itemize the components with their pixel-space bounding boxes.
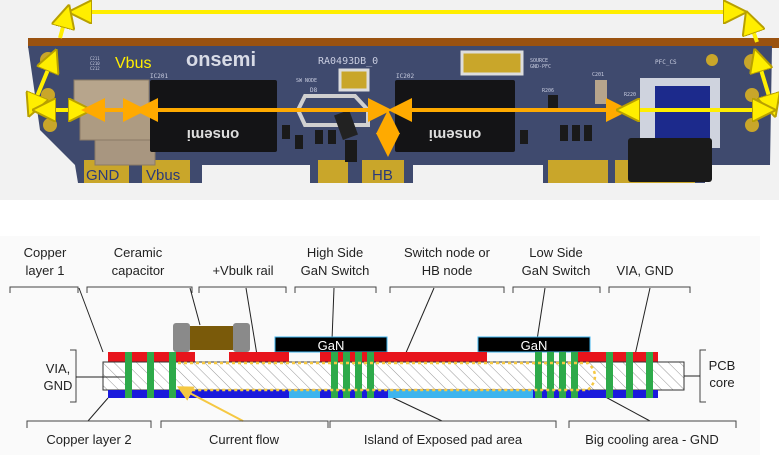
silk-c201: C201 [592, 72, 604, 78]
pcb-core [102, 361, 685, 391]
vbus-top-label: Vbus [115, 55, 151, 72]
high-side-gan-switch: GaN [274, 336, 388, 353]
svg-text:GaN: GaN [318, 338, 345, 353]
gnd-label: GND [86, 167, 120, 184]
shunt-resistor [628, 78, 720, 182]
label-copper-layer-2: Copper layer 2 [46, 432, 131, 447]
current-flow-path [178, 361, 597, 392]
ceramic-capacitor [173, 323, 250, 352]
label-big-cooling-area: Big cooling area - GND [585, 432, 719, 447]
label-via-gnd: VIA, GND [616, 263, 673, 278]
bottom-brackets [26, 420, 737, 428]
label-exposed-pad-island: Island of Exposed pad area [364, 432, 523, 447]
vbus-bottom-label: Vbus [146, 167, 180, 184]
current-loop-arrows [33, 12, 772, 157]
label-current-flow: Current flow [209, 432, 280, 447]
silk-d8: D8 [310, 87, 318, 94]
hb-label: HB [372, 167, 393, 184]
silk-c210: C210 [90, 61, 100, 66]
top-left-arrow [60, 16, 66, 39]
silk-r206: R206 [542, 88, 554, 94]
silk-source: SOURCE [530, 58, 548, 64]
low-side-gan-switch: GaN [477, 336, 591, 353]
board-edge [28, 38, 779, 48]
silk-pfc-cs: PFC_CS [655, 59, 677, 66]
current-flow-arrow [176, 386, 244, 422]
silk-c211: C211 [90, 56, 100, 61]
ic201-chip: onsemi [150, 80, 277, 152]
svg-text:onsemi: onsemi [429, 126, 482, 143]
silk-gnd-pfc: GND-PFC [530, 64, 551, 70]
top-right-arrow [750, 22, 757, 43]
top-brackets [9, 286, 691, 293]
vias [125, 352, 653, 398]
part-number: RA0493DB_0 [318, 56, 378, 67]
bottom-copper-layer [108, 390, 658, 398]
silk-r220: R220 [624, 92, 636, 98]
pcb-render: onsemi RA0493DB_0 IC201 IC202 SW NODE D8… [0, 0, 779, 200]
silk-c212: C212 [90, 66, 100, 71]
svg-text:GaN: GaN [521, 338, 548, 353]
label-vbulk-rail: +Vbulk rail [212, 263, 273, 278]
onsemi-logo: onsemi [186, 49, 256, 71]
svg-text:VIA,GND: VIA,GND [44, 361, 73, 393]
silk-sw-node: SW NODE [296, 78, 317, 84]
ic202-chip: onsemi [395, 80, 515, 152]
silk-ic201: IC201 [150, 73, 168, 80]
left-via-gnd: VIA,GND [44, 349, 125, 403]
leader-lines [78, 287, 651, 422]
svg-text:onsemi: onsemi [187, 126, 240, 143]
silk-ic202: IC202 [396, 73, 414, 80]
